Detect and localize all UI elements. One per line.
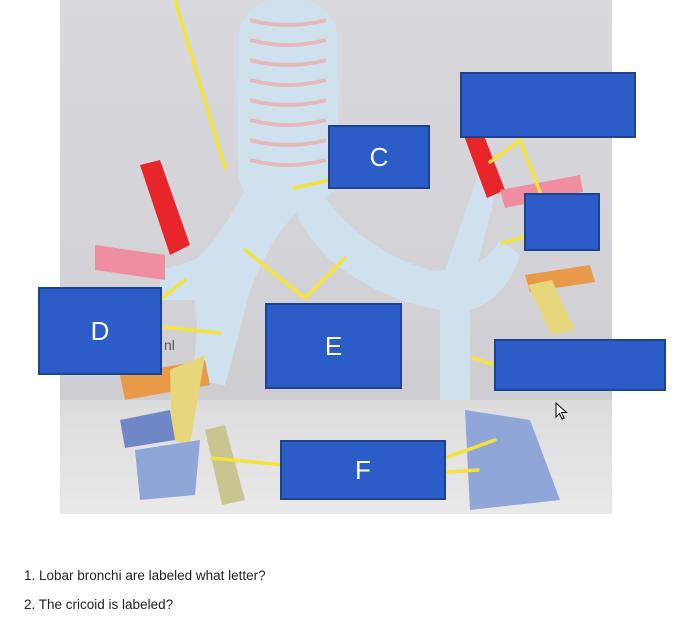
leader-line-right-middle — [471, 356, 497, 367]
right-upper-branch — [445, 170, 500, 275]
label-d-text: D — [90, 315, 110, 346]
segmental-bronchus-red-right — [460, 120, 505, 198]
photo-text: nl — [164, 337, 175, 353]
leader-line-c — [292, 178, 332, 190]
segmental-bronchus-olive-left — [205, 425, 245, 505]
leader-line-f-right-upper — [443, 438, 497, 460]
segmental-bronchus-lightblue-right — [465, 410, 560, 510]
segmental-bronchus-red-left — [140, 160, 190, 255]
question-1: 1. Lobar bronchi are labeled what letter… — [24, 568, 266, 583]
leader-line-e — [243, 248, 347, 301]
segmental-bronchus-pink-left — [95, 245, 165, 280]
label-box-right-middle — [494, 339, 666, 391]
label-box-c: C — [328, 125, 430, 189]
leader-line-f-left — [210, 456, 286, 467]
mouse-cursor-icon — [555, 402, 568, 420]
label-box-d: D — [38, 287, 162, 375]
leader-line-top — [173, 0, 227, 170]
leader-line-right-small — [500, 234, 529, 245]
label-c-text: C — [369, 141, 389, 172]
label-e-text: E — [324, 330, 343, 361]
question-2: 2. The cricoid is labeled? — [24, 597, 174, 612]
right-main-bronchus — [295, 190, 520, 400]
label-f-text: F — [355, 454, 371, 485]
leader-line-top-right — [488, 137, 542, 194]
question-list: 1. Lobar bronchi are labeled what letter… — [24, 568, 266, 626]
leader-line-d-upper — [160, 278, 187, 300]
trachea-rings — [249, 18, 327, 167]
label-box-top-right — [460, 72, 636, 138]
segmental-bronchus-lightblue-left — [135, 440, 200, 500]
leader-lines — [160, 0, 542, 474]
label-box-f: F — [280, 440, 446, 500]
left-main-bronchus — [160, 180, 300, 385]
segmental-bronchus-blue-left — [120, 410, 175, 448]
label-box-right-small — [524, 193, 600, 251]
leader-line-d-lower — [160, 325, 222, 335]
segmental-bronchus-yellow-right — [528, 280, 575, 335]
leader-line-f-right-lower — [443, 468, 480, 474]
label-box-e: E — [265, 303, 402, 389]
segmental-bronchus-yellow-left — [170, 355, 205, 445]
